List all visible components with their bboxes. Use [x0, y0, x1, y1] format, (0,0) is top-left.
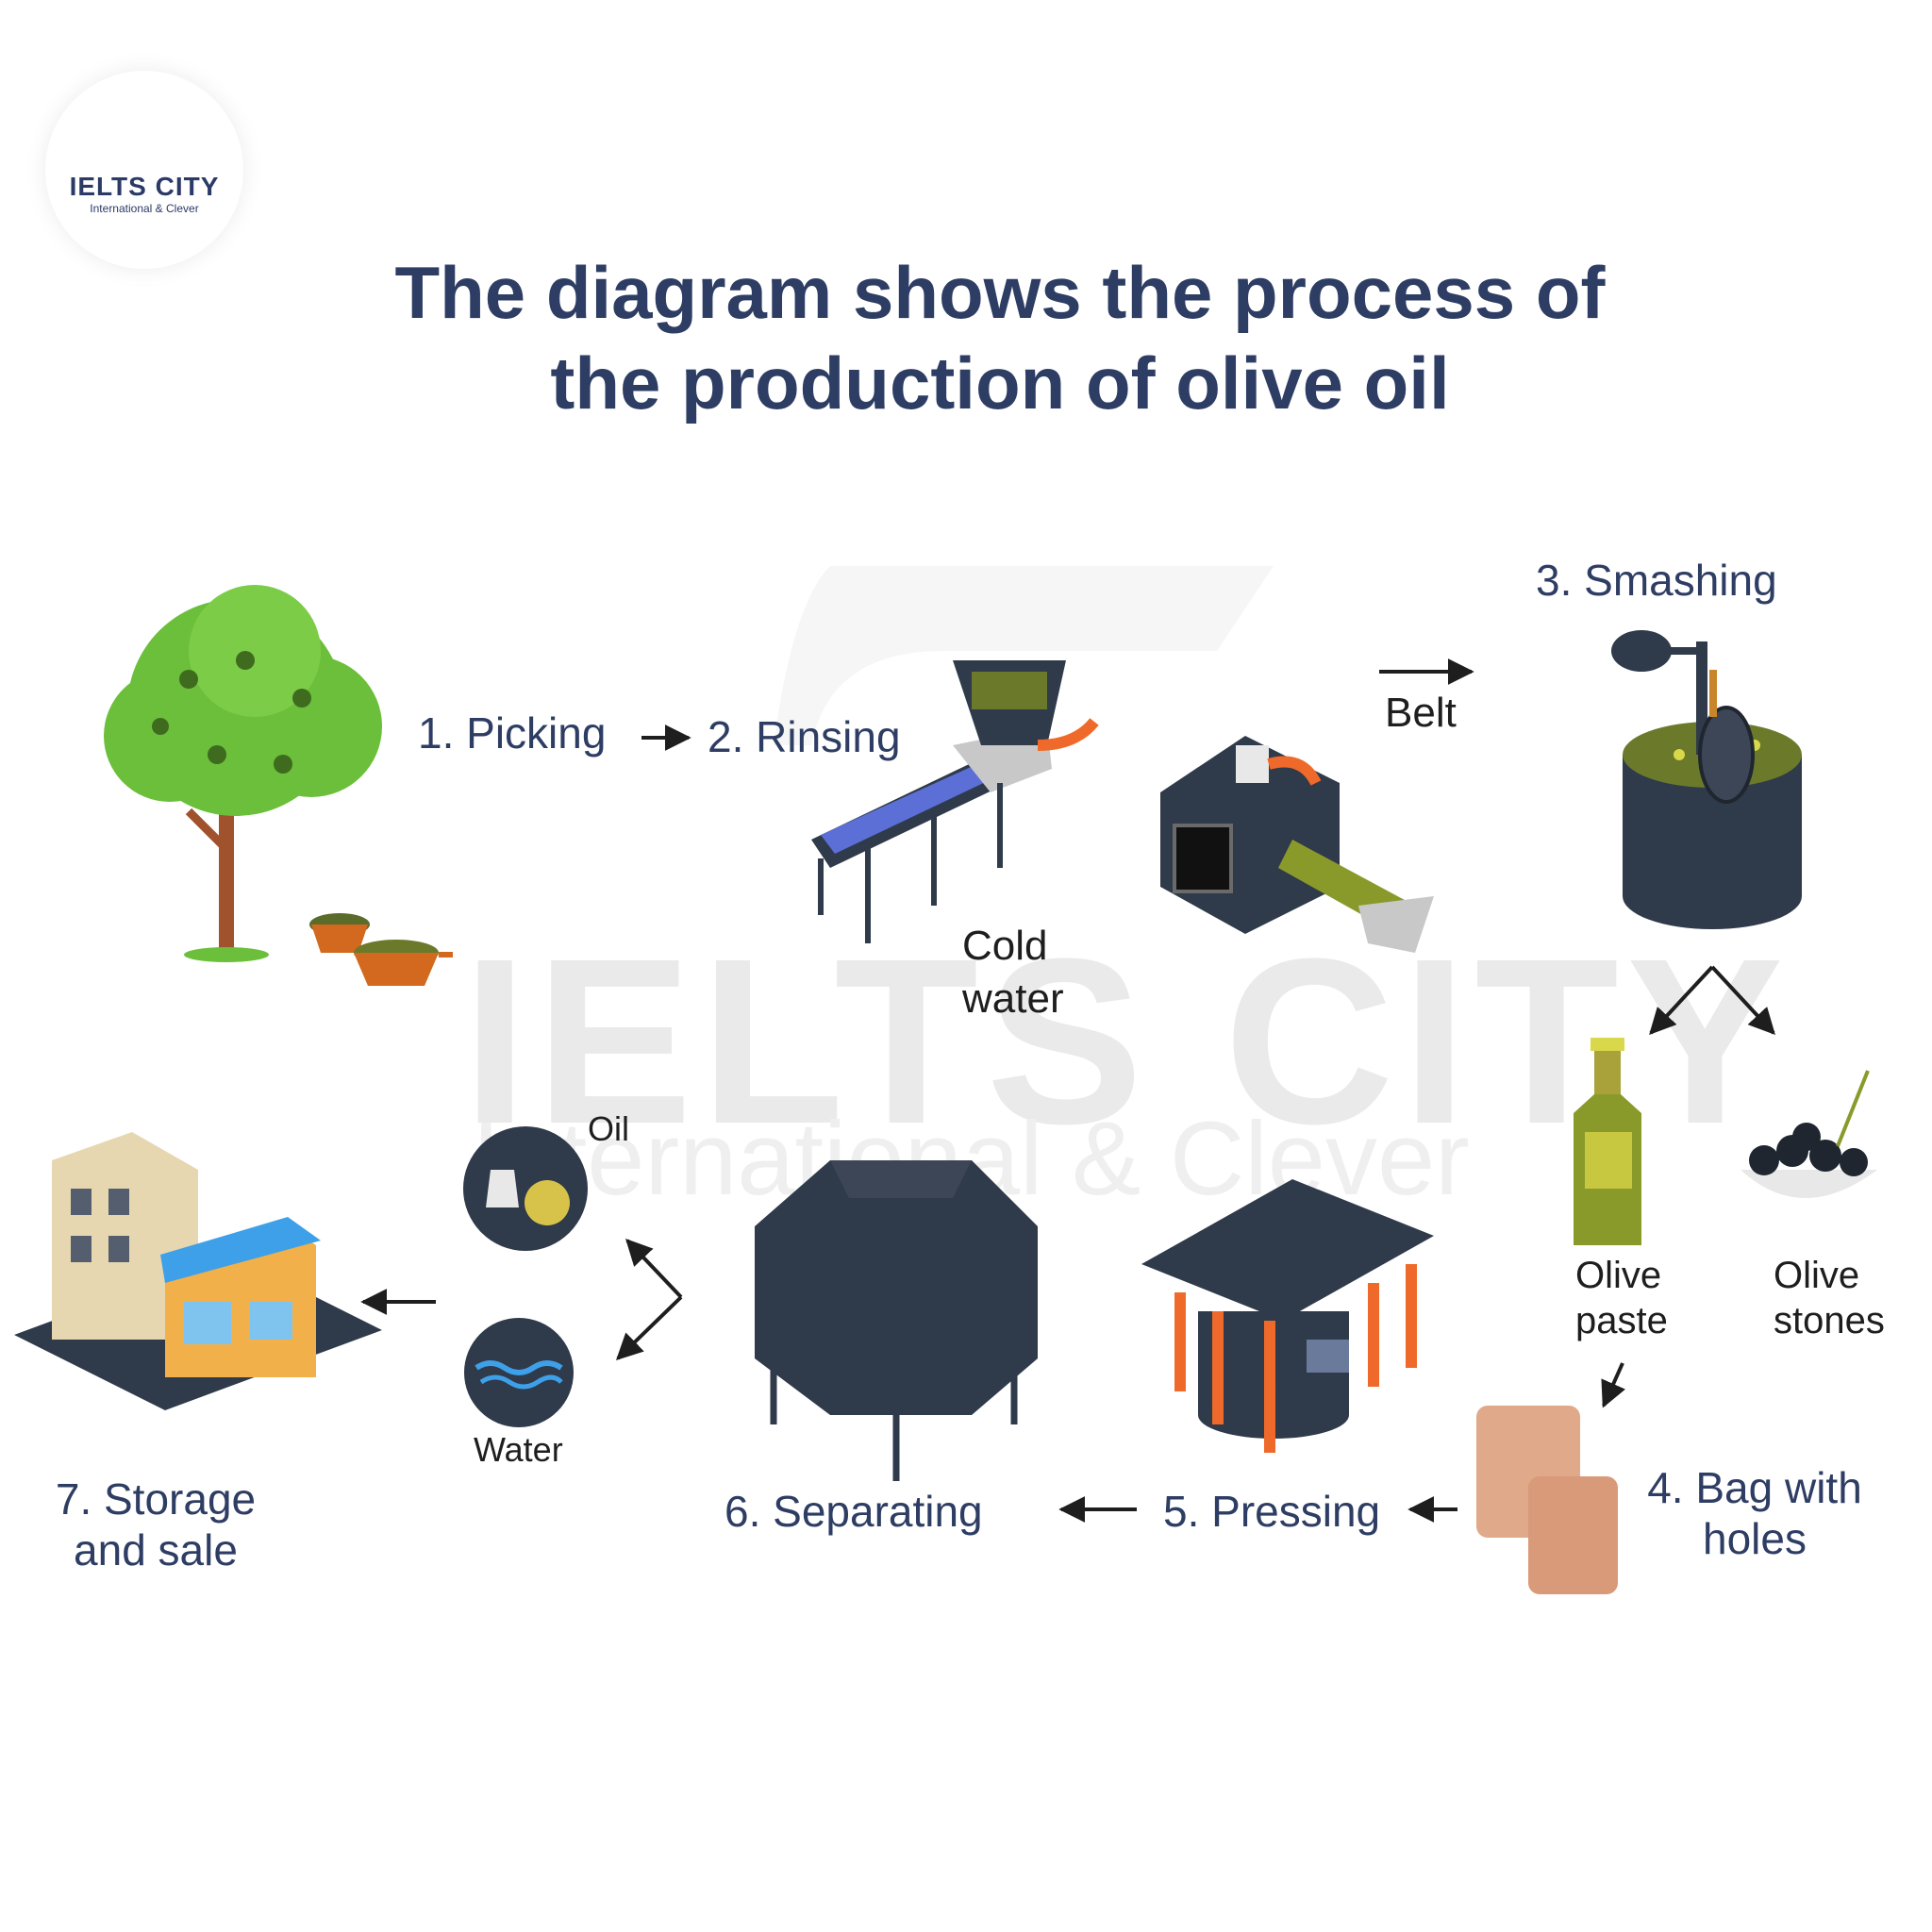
- step-storage-line-2: and sale: [74, 1525, 238, 1574]
- olive-tree-icon: [104, 585, 382, 962]
- logo-name: IELTS CITY: [69, 172, 220, 201]
- step-smashing-label: 3. Smashing: [1536, 556, 1777, 605]
- belt-machine-icon: [1160, 736, 1434, 953]
- watermark-text: IELTS CITY: [462, 909, 1791, 1173]
- olive-stones-line-2: stones: [1774, 1300, 1885, 1341]
- arrow-separating-to-oil: [625, 1238, 683, 1299]
- arrow-separating-to-water: [615, 1295, 683, 1360]
- olive-basket-icon: [309, 913, 453, 986]
- logo-badge: [45, 71, 243, 269]
- watermark-logo-icon: [774, 566, 1274, 745]
- oil-label: Oil: [588, 1109, 629, 1148]
- press-machine-icon: [1141, 1179, 1434, 1453]
- water-label: Water: [474, 1430, 563, 1469]
- title-line-2: the production of olive oil: [550, 341, 1450, 425]
- step-bag-line-2: holes: [1703, 1514, 1807, 1563]
- step-bag-line-1: 4. Bag with: [1647, 1463, 1862, 1512]
- cold-water-label: Cold water: [962, 920, 1064, 1025]
- step-rinsing-label: 2. Rinsing: [708, 712, 901, 761]
- page-title: The diagram shows the process of the pro…: [208, 247, 1792, 428]
- belt-label: Belt: [1385, 690, 1457, 736]
- olive-stones-line-1: Olive: [1774, 1255, 1860, 1296]
- arrow-smash-to-paste: [1649, 965, 1714, 1036]
- storage-shop-icon: [14, 1132, 382, 1410]
- smashing-vat-icon: [1611, 630, 1802, 929]
- arrow-paste-to-bag: [1601, 1362, 1626, 1408]
- cold-water-line-2: water: [962, 975, 1064, 1022]
- cold-water-line-1: Cold: [962, 923, 1048, 969]
- oil-circle-icon: [463, 1126, 588, 1251]
- olive-stones-bowl-icon: [1740, 1070, 1877, 1198]
- separator-tank-icon: [755, 1160, 1038, 1481]
- rinsing-machine-icon: [811, 660, 1099, 943]
- step-pressing-label: 5. Pressing: [1163, 1487, 1381, 1536]
- olive-oil-bottle-icon: [1574, 1038, 1641, 1245]
- step-storage-line-1: 7. Storage: [55, 1474, 257, 1524]
- olive-paste-line-2: paste: [1575, 1300, 1668, 1341]
- olive-paste-label: Olive paste: [1575, 1253, 1668, 1343]
- arrows: [360, 658, 1775, 1523]
- arrow-smash-to-stones: [1710, 965, 1775, 1036]
- water-circle-icon: [464, 1318, 574, 1427]
- step-separating-label: 6. Separating: [724, 1487, 983, 1536]
- olive-paste-line-1: Olive: [1575, 1255, 1662, 1296]
- logo-tagline: International & Clever: [90, 202, 199, 215]
- olive-stones-label: Olive stones: [1774, 1253, 1885, 1343]
- bag-with-holes-icon: [1476, 1406, 1618, 1594]
- title-line-1: The diagram shows the process of: [394, 251, 1606, 334]
- step-storage-label: 7. Storage and sale: [28, 1474, 283, 1575]
- step-picking-label: 1. Picking: [418, 708, 607, 758]
- step-bag-label: 4. Bag with holes: [1613, 1462, 1896, 1564]
